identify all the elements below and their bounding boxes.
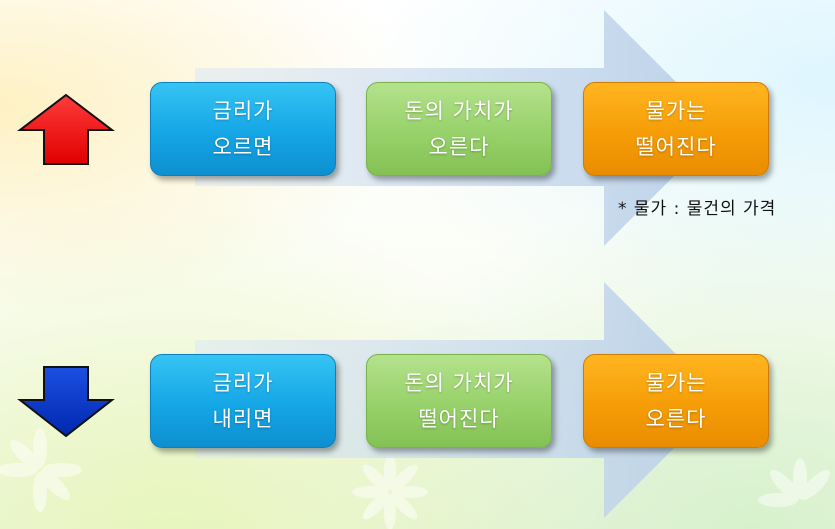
box-line: 오른다 (645, 407, 707, 431)
box-line: 금리가 (212, 99, 274, 123)
price-rise-box: 물가는 오른다 (583, 354, 769, 448)
box-line: 금리가 (212, 371, 274, 395)
box-line: 물가는 (645, 371, 707, 395)
box-line: 내리면 (212, 407, 274, 431)
price-definition-note: * 물가 : 물건의 가격 (618, 199, 777, 219)
down-arrow-icon (17, 366, 115, 438)
money-value-rise-box: 돈의 가치가 오른다 (366, 82, 552, 176)
box-line: 떨어진다 (418, 407, 500, 431)
price-fall-box: 물가는 떨어진다 (583, 82, 769, 176)
rate-fall-box: 금리가 내리면 (150, 354, 336, 448)
box-line: 떨어진다 (635, 135, 717, 159)
up-arrow-icon (17, 93, 115, 165)
box-line: 돈의 가치가 (404, 99, 514, 123)
box-line: 물가는 (645, 99, 707, 123)
box-line: 오른다 (428, 135, 490, 159)
money-value-fall-box: 돈의 가치가 떨어진다 (366, 354, 552, 448)
rate-rise-box: 금리가 오르면 (150, 82, 336, 176)
box-line: 돈의 가치가 (404, 371, 514, 395)
box-line: 오르면 (212, 135, 274, 159)
